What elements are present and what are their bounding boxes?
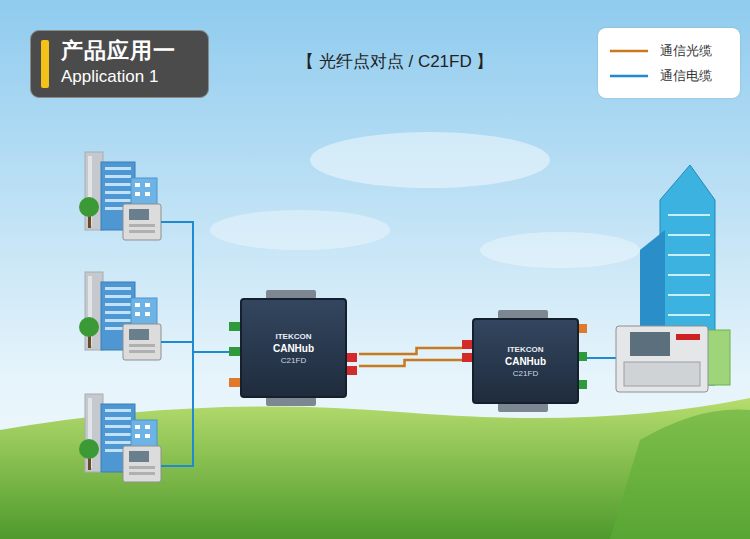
node-text: 产品应用一	[61, 37, 198, 65]
node-text: CANHub	[480, 355, 571, 368]
accent-bar	[41, 40, 49, 88]
node-text: Application 1	[61, 65, 198, 89]
legend-text: 通信光缆	[660, 42, 712, 60]
diagram-title: 【 光纤点对点 / C21FD 】	[297, 50, 493, 73]
legend-row: 通信电缆	[608, 63, 730, 88]
legend-line	[608, 46, 650, 56]
node-text: ITEKCON	[248, 331, 339, 342]
node-text: ITEKCON	[480, 344, 571, 355]
fiber-cable	[359, 348, 462, 366]
converter-device: ITEKCONCANHubC21FD	[472, 318, 579, 404]
node-text: CANHub	[248, 342, 339, 355]
converter-device: ITEKCONCANHubC21FD	[240, 298, 347, 398]
node-text: C21FD	[248, 355, 339, 366]
legend-line	[608, 71, 650, 81]
legend-row: 通信光缆	[608, 38, 730, 63]
node-text: C21FD	[480, 368, 571, 379]
legend-box: 通信光缆通信电缆	[598, 28, 740, 98]
legend-text: 通信电缆	[660, 67, 712, 85]
application-badge: 产品应用一Application 1	[30, 30, 209, 98]
